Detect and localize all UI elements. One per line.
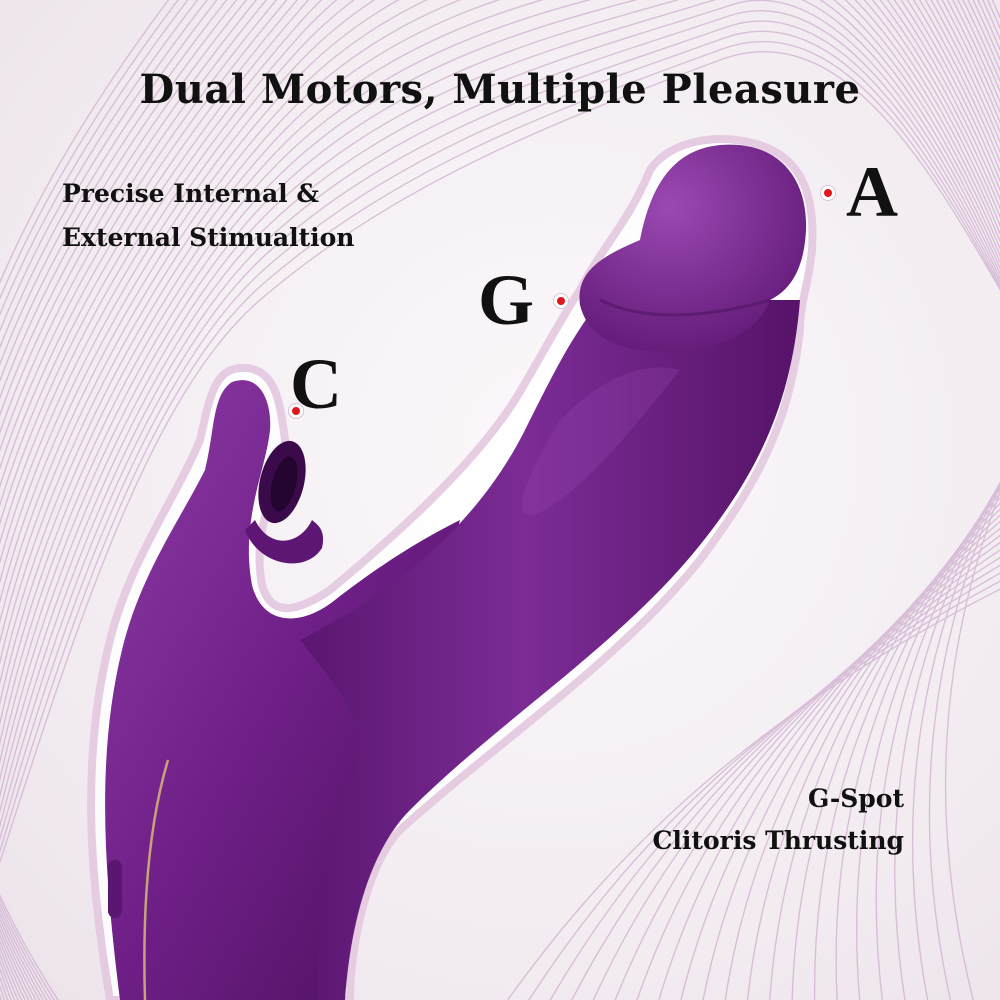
contour-line [592, 556, 1000, 1000]
handle-seam [143, 759, 170, 1000]
marker-dot-icon [821, 186, 835, 200]
contour-line [835, 488, 1000, 1000]
contour-line [894, 481, 1000, 1000]
contour-line [0, 51, 1000, 864]
contour-line [0, 30, 1000, 842]
contour-line [0, 20, 1000, 829]
contour-line [875, 482, 1000, 1000]
description-line-1: Precise Internal & [62, 179, 319, 208]
contour-line [680, 527, 1000, 1000]
control-button [108, 860, 122, 918]
contour-line [702, 520, 1000, 1000]
contour-line [549, 572, 1000, 1000]
contour-line [769, 502, 1000, 1000]
contour-line [813, 492, 1000, 1000]
contour-line [746, 508, 1000, 1000]
product-head [579, 144, 807, 352]
contour-line [658, 534, 1000, 1000]
description-line-2: External Stimualtion [62, 223, 355, 252]
contour-line [911, 481, 1000, 1000]
marker-g-label: G [478, 260, 535, 340]
feature-list: G-Spot Clitoris Thrusting [653, 778, 904, 862]
description-text: Precise Internal & External Stimualtion [62, 172, 354, 260]
contour-line [570, 564, 1000, 1000]
headline: Dual Motors, Multiple Pleasure [139, 66, 861, 113]
contour-line [0, 40, 1000, 854]
marker-dot-icon [289, 404, 303, 418]
product-body [105, 380, 461, 1000]
contour-line [928, 484, 1000, 1000]
contour-line [944, 490, 1000, 1000]
contour-line [0, 10, 1000, 814]
contour-line [506, 588, 1000, 1000]
contour-line [855, 484, 1000, 1000]
product-shaft [300, 300, 800, 1000]
marker-a-label: A [846, 152, 898, 232]
feature-line-2: Clitoris Thrusting [652, 826, 904, 855]
feature-line-1: G-Spot [808, 784, 904, 813]
contour-line [724, 514, 1000, 1000]
marker-dot-icon [554, 294, 568, 308]
contour-line [528, 580, 1000, 1000]
